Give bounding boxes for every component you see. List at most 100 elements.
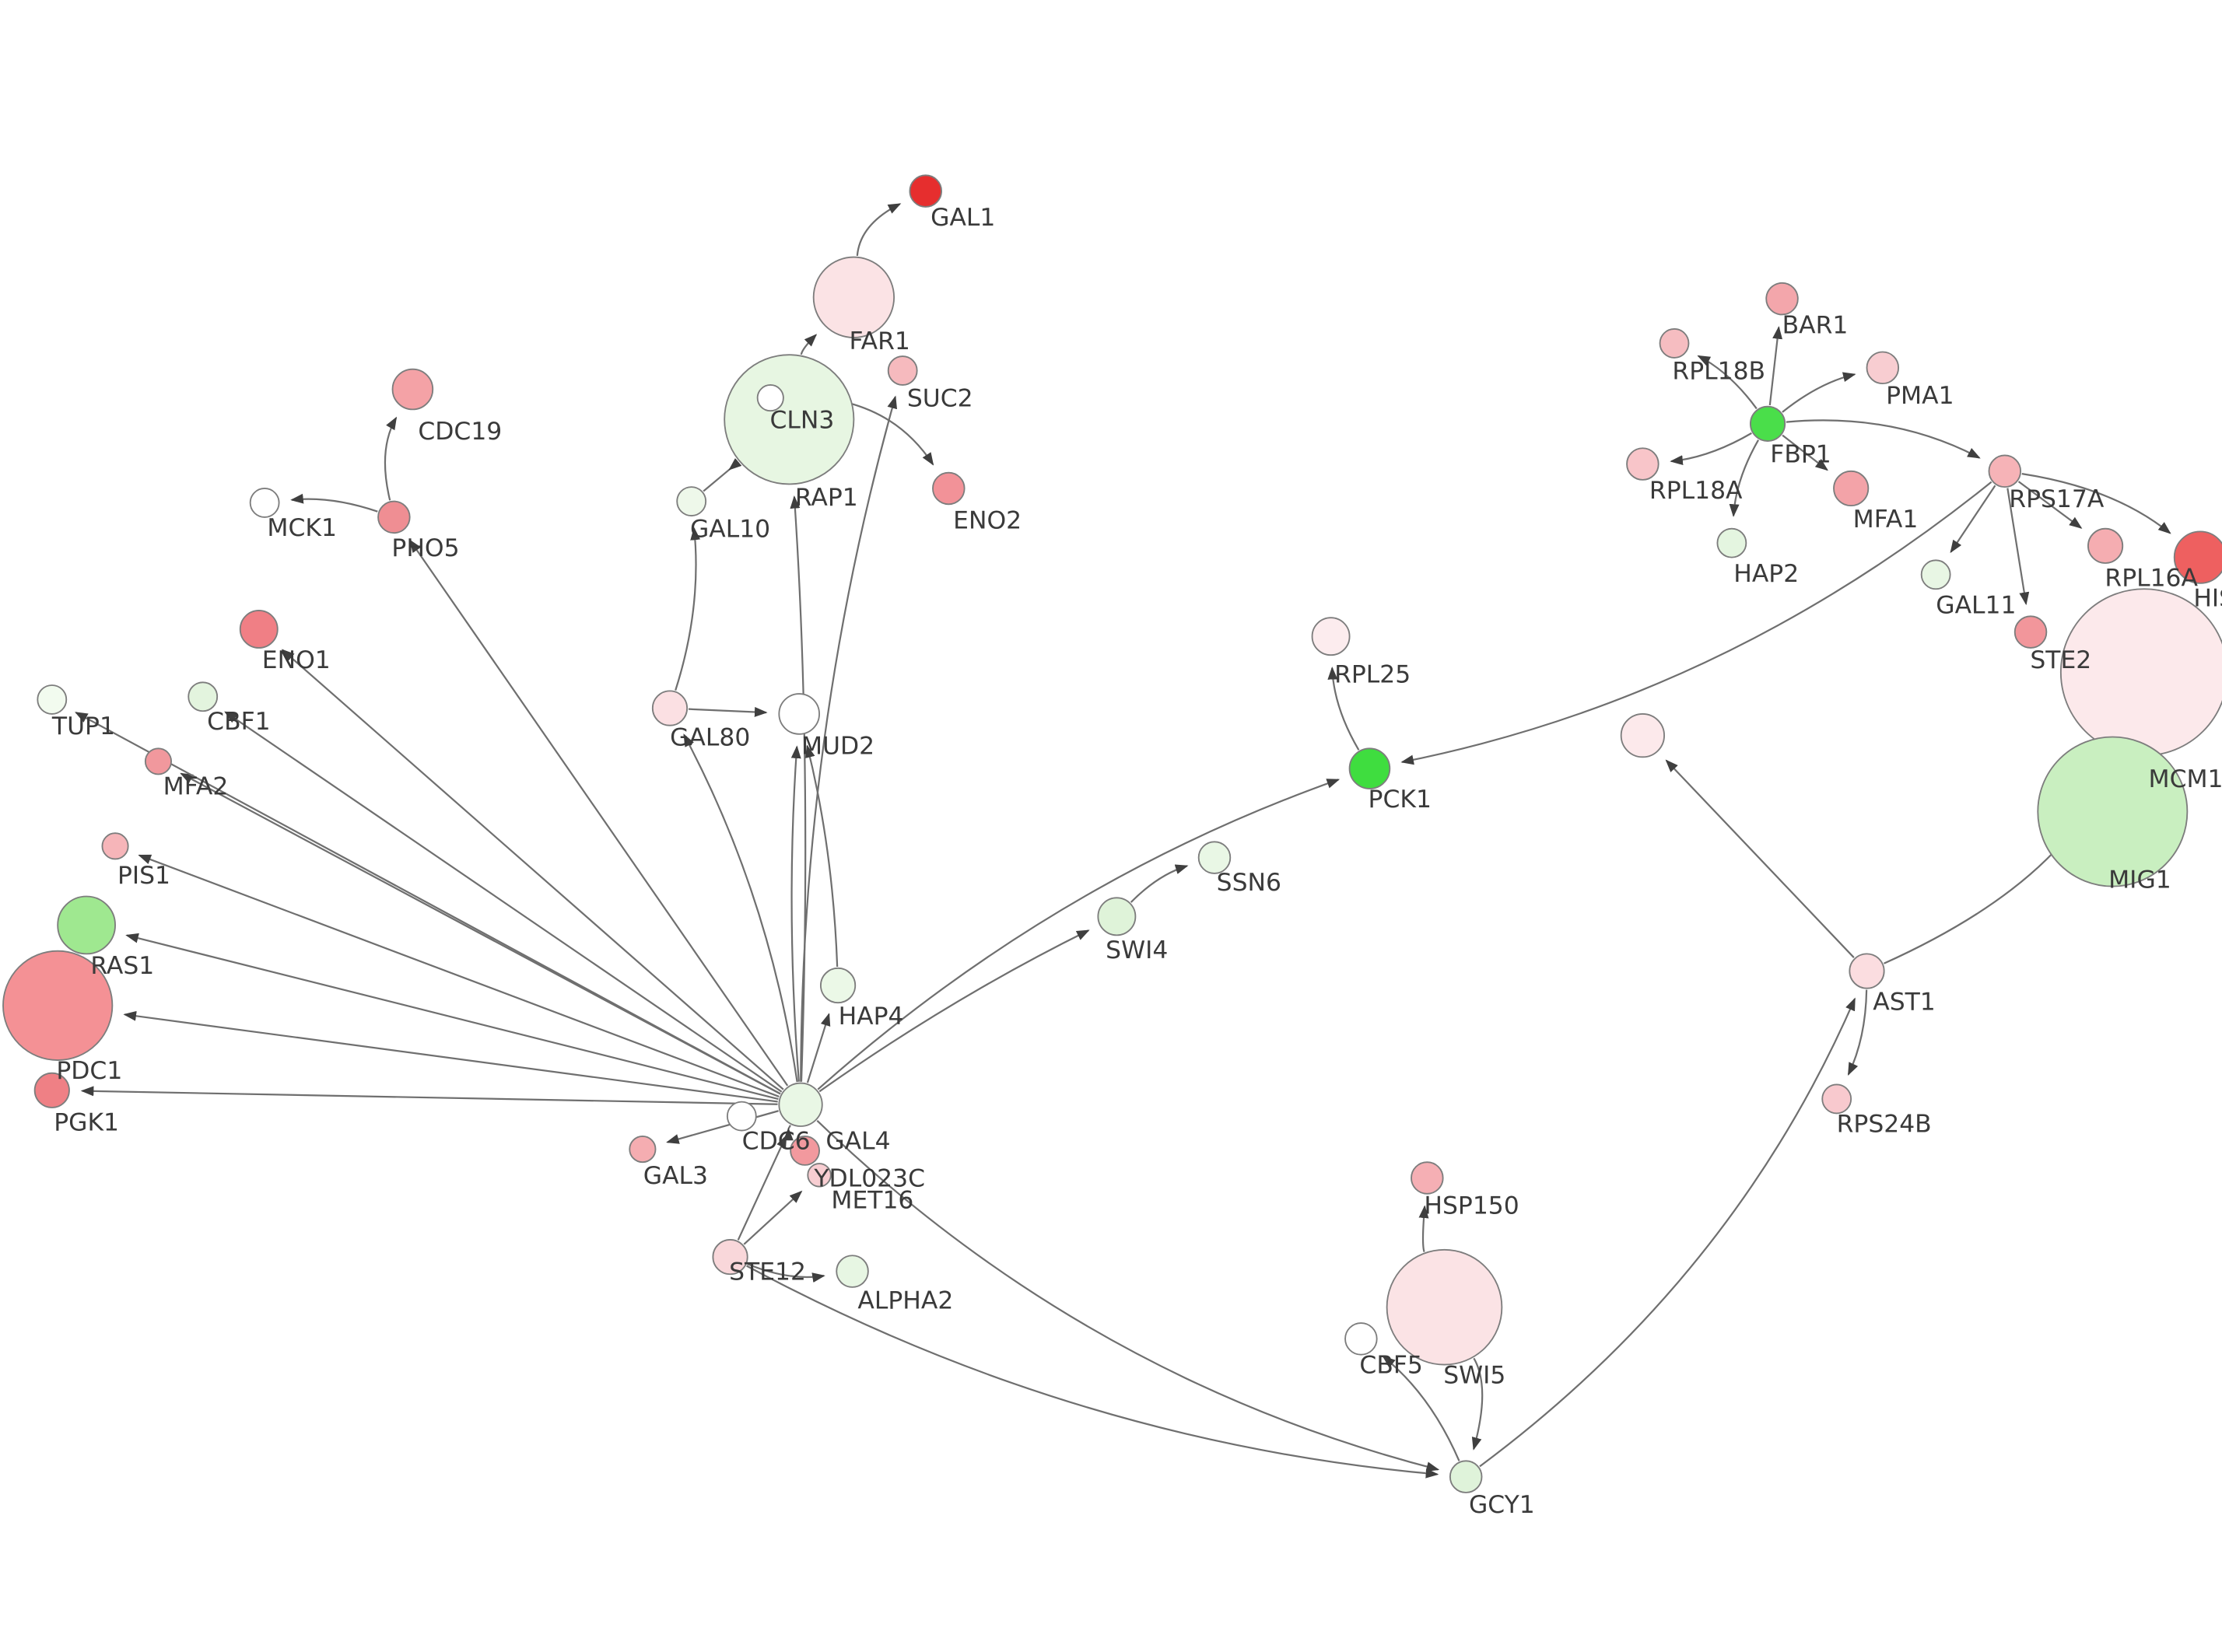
node-mfa1[interactable] xyxy=(1833,470,1870,507)
edge-rps17a-pck1[interactable] xyxy=(1400,481,1992,765)
edge-gal4-pck1[interactable] xyxy=(817,779,1341,1090)
edge-ste12-gal4[interactable] xyxy=(737,1134,787,1241)
edge-fbp1-rpl18a[interactable] xyxy=(1670,432,1752,466)
node-rpl16a[interactable] xyxy=(2087,527,2124,564)
node-swi5[interactable] xyxy=(1386,1248,1503,1366)
node-rpl25[interactable] xyxy=(1311,617,1351,656)
node-cbf1[interactable] xyxy=(188,681,219,712)
edge-fbp1-mfa1[interactable] xyxy=(1782,434,1828,471)
node-eno2[interactable] xyxy=(932,471,966,506)
edge-gal4-pgk1[interactable] xyxy=(80,1086,778,1105)
edge-gal4-gcy1[interactable] xyxy=(816,1120,1440,1472)
node-gal10[interactable] xyxy=(676,486,707,516)
node-ssn6[interactable] xyxy=(1197,841,1232,874)
node-mcm1[interactable] xyxy=(2059,588,2222,757)
edge-hap4-mud2[interactable] xyxy=(804,744,839,968)
node-gal1[interactable] xyxy=(909,174,942,208)
node-tup1[interactable] xyxy=(37,684,68,715)
node-pma1[interactable] xyxy=(1866,351,1900,385)
edge-rps17a-rpl16a[interactable] xyxy=(2017,481,2083,529)
node-swi4[interactable] xyxy=(1097,897,1137,936)
edge-fbp1-pma1[interactable] xyxy=(1782,372,1856,413)
edge-rps17a-gal11[interactable] xyxy=(1950,485,1996,554)
node-met16[interactable] xyxy=(807,1163,832,1188)
edge-gal4-pdc1[interactable] xyxy=(123,1010,778,1103)
node-gal80[interactable] xyxy=(651,690,689,726)
edge-gal4-swi4[interactable] xyxy=(818,929,1090,1093)
node-rpl18a[interactable] xyxy=(1626,447,1659,481)
node-cbf5[interactable] xyxy=(1344,1322,1378,1356)
node-ste2[interactable] xyxy=(2013,615,2048,649)
edge-pho5-cdc19[interactable] xyxy=(384,416,398,501)
edge-swi5-hsp150[interactable] xyxy=(1418,1205,1429,1253)
node-cdc19[interactable] xyxy=(391,368,434,411)
node-his4[interactable] xyxy=(2173,530,2222,584)
edge-rps17a-his4[interactable] xyxy=(2021,473,2171,534)
edge-ast1-rps24b[interactable] xyxy=(1847,989,1868,1076)
node-far1[interactable] xyxy=(812,256,895,338)
edge-rps17a-ste2[interactable] xyxy=(2006,488,2030,606)
edge-fbp1-bar1[interactable] xyxy=(1768,326,1783,406)
node-ras1[interactable] xyxy=(57,895,116,955)
node-pgk1[interactable] xyxy=(33,1072,70,1108)
edge-gal4-cbf1[interactable] xyxy=(224,711,783,1093)
node-mig1[interactable] xyxy=(2037,736,2189,887)
node-pck1[interactable] xyxy=(1348,747,1391,789)
node-eno1[interactable] xyxy=(239,610,279,649)
node-rps24b[interactable] xyxy=(1821,1083,1852,1115)
node-cdc6[interactable] xyxy=(726,1101,757,1132)
edge-gcy1-ast1[interactable] xyxy=(1479,997,1856,1468)
node-gal4[interactable] xyxy=(778,1082,823,1127)
edge-ste12-gcy1[interactable] xyxy=(746,1265,1439,1479)
edge-fbp1-hap2[interactable] xyxy=(1729,439,1760,517)
edge-gcy1-cbf5[interactable] xyxy=(1382,1356,1460,1461)
node-cln3[interactable] xyxy=(724,354,855,485)
edge-gal4-cln3[interactable] xyxy=(790,495,807,1082)
node-pdc1[interactable] xyxy=(2,950,114,1061)
edge-swi4-ssn6[interactable] xyxy=(1130,864,1189,903)
node-hap4[interactable] xyxy=(819,967,857,1004)
node-rpl18b[interactable] xyxy=(1659,328,1690,359)
edge-gal80-mud2[interactable] xyxy=(688,706,768,717)
node-gal11[interactable] xyxy=(1920,559,1951,590)
node-mud2[interactable] xyxy=(778,693,820,735)
node-rps17a[interactable] xyxy=(1988,454,2022,488)
node-ste12[interactable] xyxy=(712,1238,748,1276)
edge-ste12-alpha2[interactable] xyxy=(747,1263,825,1283)
node-bar1[interactable] xyxy=(1765,282,1799,316)
edge-gal4-ras1[interactable] xyxy=(125,933,779,1101)
edge-far1-gal1[interactable] xyxy=(856,203,902,257)
node-suc2[interactable] xyxy=(887,355,918,386)
node-pis1[interactable] xyxy=(101,832,129,860)
edge-fbp1-rpl18b[interactable] xyxy=(1697,355,1758,410)
edge-gal4-ydl023c[interactable] xyxy=(787,1116,799,1131)
node-hsp150[interactable] xyxy=(1411,1161,1444,1195)
edge-ste12-met16[interactable] xyxy=(743,1190,803,1245)
edge-gal4-tup1[interactable] xyxy=(75,712,781,1095)
node-mck1[interactable] xyxy=(249,488,280,518)
edge-gal4-hap4[interactable] xyxy=(806,1013,831,1083)
node-mfa2[interactable] xyxy=(144,747,173,775)
edge-gal80-gal10[interactable] xyxy=(675,527,701,691)
edge-swi5-gcy1[interactable] xyxy=(1471,1357,1484,1451)
edge-gal4-suc2[interactable] xyxy=(800,395,898,1082)
edge-gal4-pis1[interactable] xyxy=(138,854,780,1098)
edge-gal4-mud2[interactable] xyxy=(790,745,801,1082)
edge-ast1-unlabeled1[interactable] xyxy=(1665,759,1855,958)
node-fbp1[interactable] xyxy=(1749,405,1786,442)
edge-cln3-far1[interactable] xyxy=(800,334,818,355)
edge-gal4-pho5[interactable] xyxy=(409,539,789,1087)
edge-gal10-cln3[interactable] xyxy=(703,457,742,492)
edge-gal4-gal80[interactable] xyxy=(683,733,798,1083)
edge-gal4-eno1[interactable] xyxy=(281,649,784,1090)
node-gcy1[interactable] xyxy=(1449,1460,1483,1493)
node-alpha2[interactable] xyxy=(836,1255,869,1288)
node-ast1[interactable] xyxy=(1849,953,1885,989)
node-pho5[interactable] xyxy=(377,500,411,534)
node-rap1[interactable] xyxy=(756,384,784,412)
node-ydl023c[interactable] xyxy=(790,1136,820,1166)
node-unlabeled1[interactable] xyxy=(1620,713,1666,758)
edge-pho5-mck1[interactable] xyxy=(290,493,378,513)
node-hap2[interactable] xyxy=(1716,527,1747,558)
